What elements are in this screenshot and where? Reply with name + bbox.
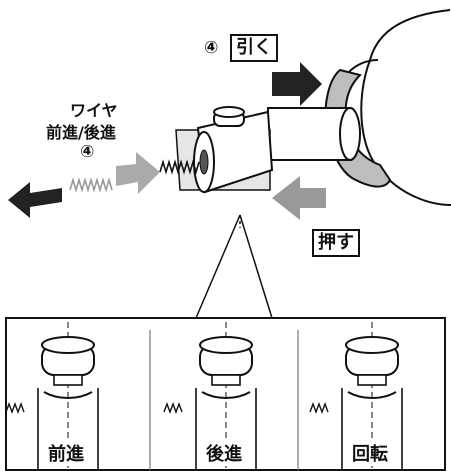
wire-label-line2: 前進/後進 [46,123,116,142]
wire-forward-arrow [8,182,62,218]
pull-label: 引く [230,34,278,62]
knob-detail-forward [5,322,99,470]
panel-dividers [149,330,299,470]
wire-step-number: ④ [80,142,95,162]
panel-label-rotate: 回転 [350,440,390,466]
panel-label-forward: 前進 [46,440,86,466]
pull-step-number: ④ [204,38,219,58]
knob-detail-backward [163,322,257,470]
panel-label-backward: 後進 [204,440,244,466]
push-label: 押す [312,229,360,257]
wire-backward-arrow [116,152,160,194]
wire-spring [69,159,200,193]
callout-lines [195,214,273,319]
pull-arrow [272,62,322,106]
device-body [175,106,361,194]
push-arrow [272,176,326,220]
wire-label-line1: ワイヤ [70,101,118,120]
